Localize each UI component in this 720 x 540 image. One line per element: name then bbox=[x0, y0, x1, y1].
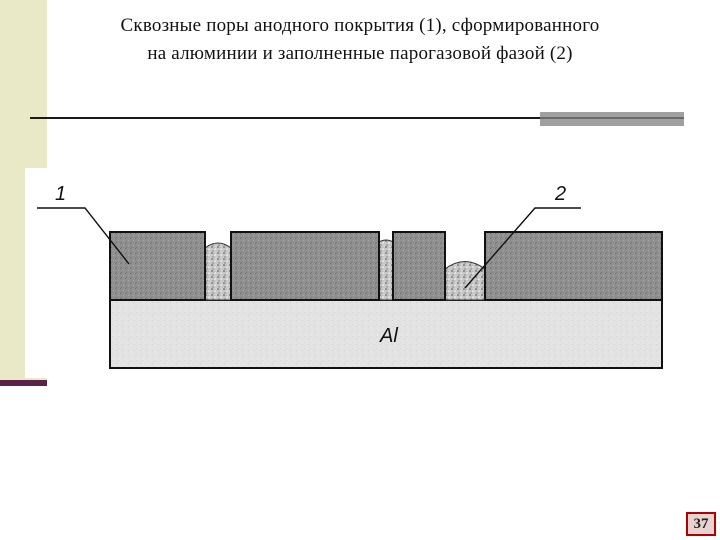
coating-block-4 bbox=[484, 231, 663, 301]
leader-line-2 bbox=[464, 207, 581, 289]
aluminum-substrate bbox=[109, 299, 663, 369]
pore-filling-2 bbox=[378, 239, 394, 301]
pore-filling-1 bbox=[204, 242, 232, 301]
divider-block bbox=[540, 112, 684, 126]
pore-diagram: 1 2 Al bbox=[25, 168, 673, 378]
title-divider bbox=[30, 117, 540, 119]
label-pore-filling: 2 bbox=[554, 183, 566, 205]
divider-block-line bbox=[540, 117, 684, 119]
sidebar-accent bbox=[0, 380, 47, 386]
coating-block-1 bbox=[109, 231, 206, 301]
coating-block-2 bbox=[230, 231, 380, 301]
coating-block-3 bbox=[392, 231, 446, 301]
label-aluminum: Al bbox=[379, 325, 398, 347]
slide-number-badge: 37 bbox=[686, 512, 716, 536]
title-line-1: Сквозные поры анодного покрытия (1), сфо… bbox=[120, 15, 600, 36]
pore-diagram-svg: 1 2 Al bbox=[37, 183, 663, 369]
pore-filling-3 bbox=[444, 261, 486, 301]
title-line-2: на алюминии и заполненные парогазовой фа… bbox=[147, 43, 573, 64]
label-coating: 1 bbox=[55, 183, 66, 205]
leader-line-1 bbox=[37, 207, 130, 265]
slide-title: Сквозные поры анодного покрытия (1), сфо… bbox=[30, 12, 690, 68]
